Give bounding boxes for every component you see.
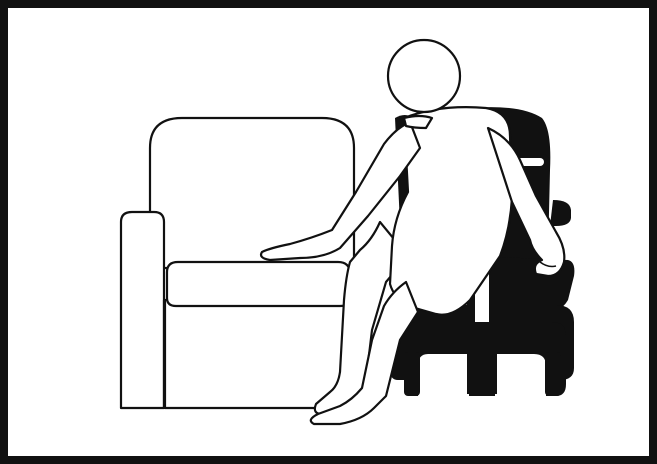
armchair-seat-cushion	[167, 262, 350, 306]
scooter-left-foot	[404, 352, 420, 396]
armchair-icon	[121, 118, 360, 408]
scooter-right-foot	[545, 352, 561, 396]
armchair-left-arm	[121, 212, 164, 408]
person-head	[388, 40, 460, 112]
person-neck	[404, 116, 432, 128]
scooter-center-foot	[469, 340, 495, 396]
scooter-control-knob	[550, 200, 571, 226]
